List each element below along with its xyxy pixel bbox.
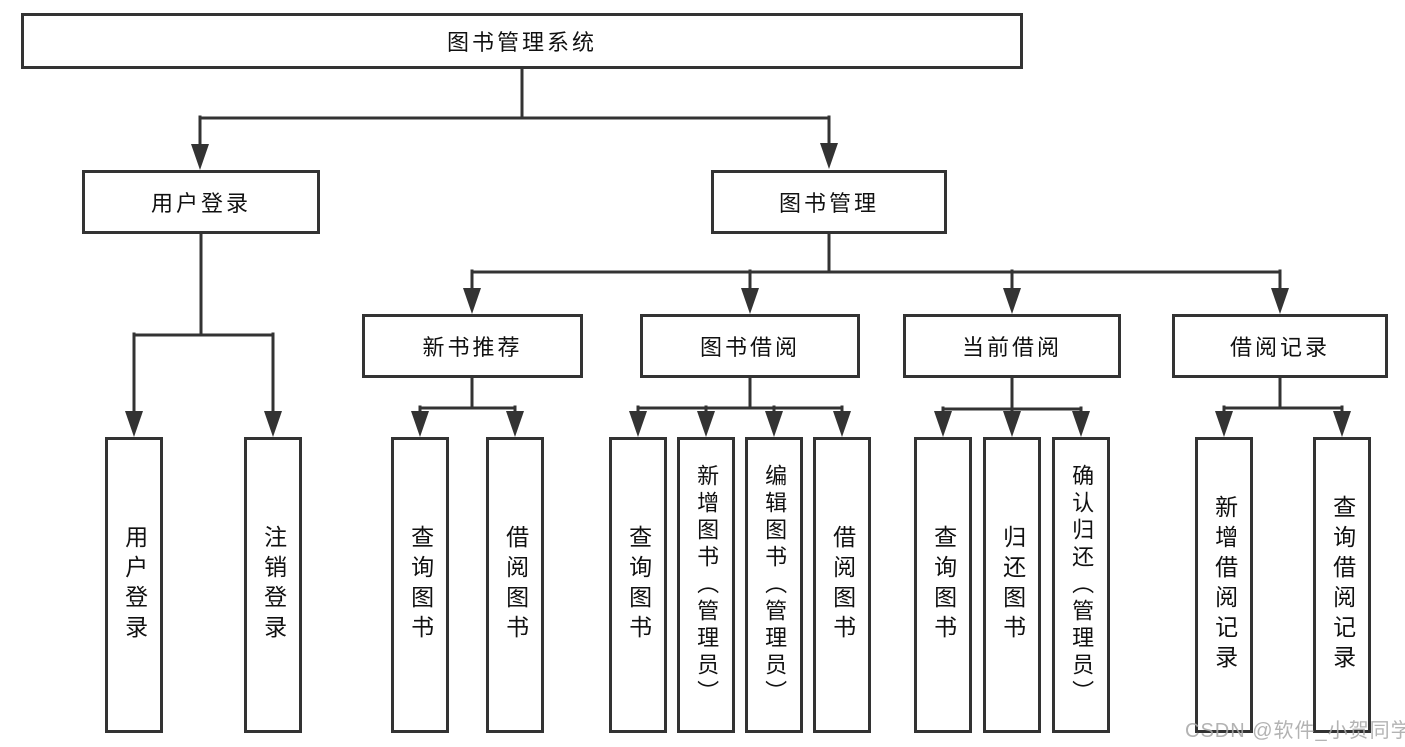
arrow-down-icon: [1333, 411, 1351, 437]
leaf-query-borrow-record: 查询借阅记录: [1313, 437, 1371, 733]
arrow-down-icon: [264, 411, 282, 437]
arrow-down-icon: [1215, 411, 1233, 437]
leaf-label: 归还图书: [999, 525, 1026, 645]
node-label: 图书管理系统: [446, 30, 597, 55]
arrow-down-icon: [125, 411, 143, 437]
node-library-system: 图书管理系统: [21, 13, 1023, 69]
connector-user-login-children: [132, 231, 275, 415]
node-book-management: 图书管理: [711, 170, 947, 234]
leaf-borrow-books: 借阅图书: [813, 437, 871, 733]
leaf-label: 查询借阅记录: [1329, 495, 1356, 675]
arrow-down-icon: [741, 288, 759, 314]
node-label: 图书借阅: [699, 335, 800, 360]
node-label: 当前借阅: [961, 335, 1062, 360]
connector-book-mgmt-children: [470, 231, 1282, 292]
node-label: 新书推荐: [422, 335, 523, 360]
leaf-query-books-recommend: 查询图书: [391, 437, 449, 733]
leaf-label: 编辑图书（管理员）: [762, 463, 788, 707]
arrow-down-icon: [1003, 288, 1021, 314]
arrow-down-icon: [833, 411, 851, 437]
leaf-return-books: 归还图书: [983, 437, 1041, 733]
node-label: 用户登录: [150, 191, 251, 216]
leaf-query-books-borrow: 查询图书: [609, 437, 667, 733]
arrow-down-icon: [934, 411, 952, 437]
node-borrow-records: 借阅记录: [1172, 314, 1388, 378]
arrow-down-icon: [820, 143, 838, 169]
leaf-label: 借阅图书: [502, 525, 529, 645]
leaf-label: 借阅图书: [829, 525, 856, 645]
leaf-borrow-books-recommend: 借阅图书: [486, 437, 544, 733]
arrow-down-icon: [1003, 411, 1021, 437]
node-label: 借阅记录: [1229, 335, 1330, 360]
leaf-user-login: 用户登录: [105, 437, 163, 733]
arrow-down-icon: [697, 411, 715, 437]
arrow-down-icon: [191, 144, 209, 170]
arrow-down-icon: [463, 288, 481, 314]
connector-bookborrow-children: [636, 376, 844, 415]
connector-newbook-children: [418, 376, 517, 415]
leaf-query-books-current: 查询图书: [914, 437, 972, 733]
leaf-logout: 注销登录: [244, 437, 302, 733]
arrow-down-icon: [765, 411, 783, 437]
node-user-login: 用户登录: [82, 170, 320, 234]
arrowheads: [125, 143, 1351, 437]
arrow-down-icon: [629, 411, 647, 437]
connector-root-to-level2: [198, 67, 831, 148]
leaf-label: 用户登录: [121, 525, 148, 645]
watermark: CSDN @软件_小贺同学: [1185, 720, 1405, 742]
leaf-label: 查询图书: [930, 525, 957, 645]
leaf-label: 确认归还（管理员）: [1069, 463, 1095, 707]
leaf-edit-books-admin: 编辑图书（管理员）: [745, 437, 803, 733]
connector-currentborrow-children: [941, 376, 1083, 416]
arrow-down-icon: [1271, 288, 1289, 314]
arrow-down-icon: [506, 411, 524, 437]
leaf-confirm-return-admin: 确认归还（管理员）: [1052, 437, 1110, 733]
node-book-borrow: 图书借阅: [640, 314, 860, 378]
arrow-down-icon: [411, 411, 429, 437]
node-current-borrow: 当前借阅: [903, 314, 1121, 378]
arrow-down-icon: [1072, 411, 1090, 437]
leaf-label: 查询图书: [625, 525, 652, 645]
leaf-add-books-admin: 新增图书（管理员）: [677, 437, 735, 733]
leaf-add-borrow-record: 新增借阅记录: [1195, 437, 1253, 733]
leaf-label: 新增借阅记录: [1211, 495, 1238, 675]
node-new-book-recommend: 新书推荐: [362, 314, 583, 378]
leaf-label: 查询图书: [407, 525, 434, 645]
node-label: 图书管理: [778, 191, 879, 216]
leaf-label: 注销登录: [260, 525, 287, 645]
connector-records-children: [1222, 376, 1344, 415]
leaf-label: 新增图书（管理员）: [694, 463, 720, 707]
